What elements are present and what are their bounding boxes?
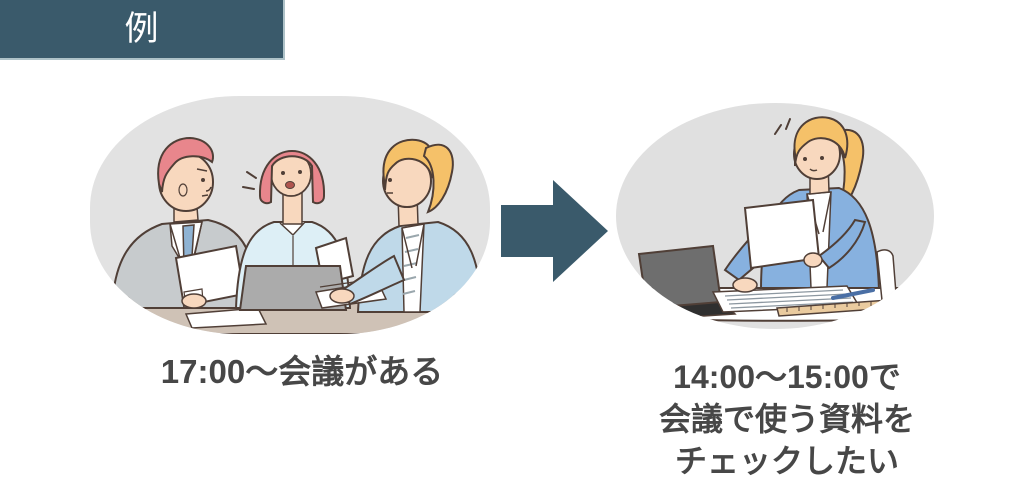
caption-after: 14:00〜15:00で 会議で使う資料を チェックしたい bbox=[600, 356, 974, 482]
caption-after-line-2: 会議で使う資料を bbox=[658, 401, 915, 437]
caption-after-line-1: 14:00〜15:00で bbox=[673, 359, 901, 395]
document-check-illustration bbox=[616, 103, 934, 329]
header-bar: 例 bbox=[0, 0, 285, 60]
caption-before: 17:00〜会議がある bbox=[160, 353, 444, 390]
right-arrow-icon bbox=[501, 180, 608, 282]
meeting-illustration bbox=[90, 96, 490, 334]
example-label: 例 bbox=[124, 10, 159, 48]
caption-after-line-3: チェックしたい bbox=[674, 443, 899, 479]
